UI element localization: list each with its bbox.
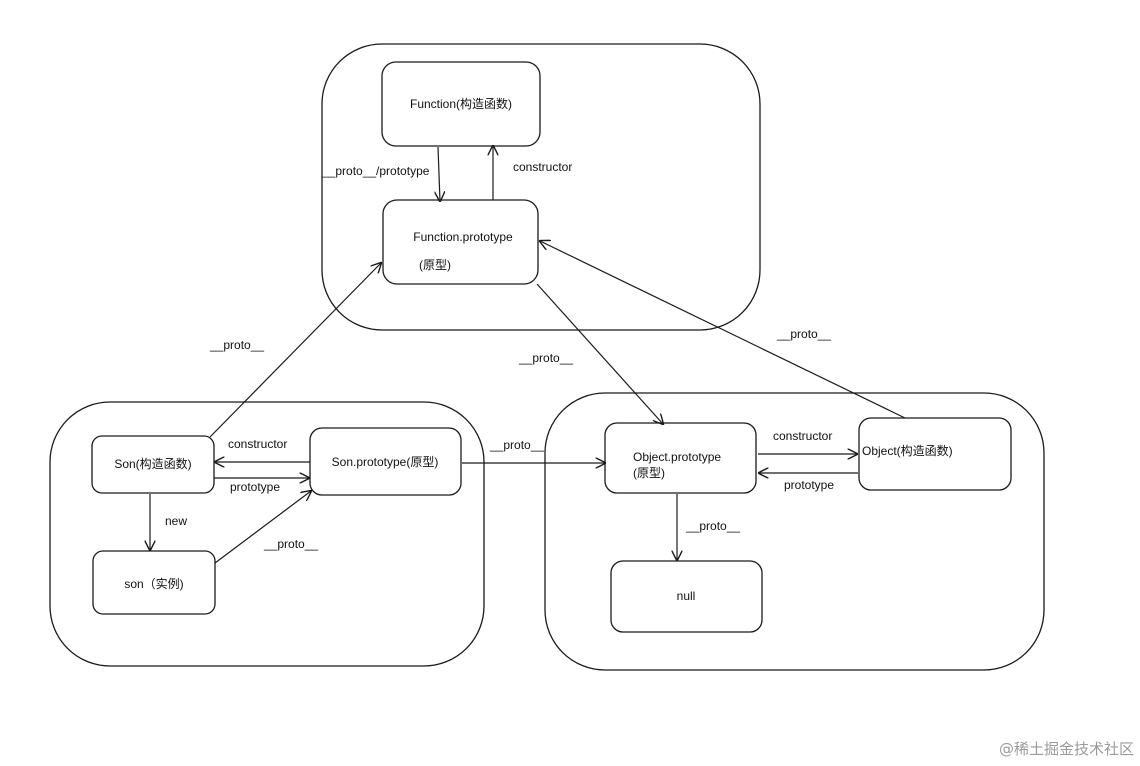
function-constructor-node: Function(构造函数) [381,61,541,147]
son-prototype-label: Son.prototype(原型) [332,455,439,469]
son-instance-node: son（实例) [92,550,216,615]
function-group [321,43,761,331]
edge-label-new: new [165,514,187,528]
edge-label-object-prototype: prototype [784,478,834,492]
edge-label-fnproto-proto: __proto__ [518,351,573,365]
function-constructor-label: Function(构造函数) [410,96,512,111]
edge-label-proto-prototype: __proto__/prototype [321,164,430,178]
edge-label-object-constructor: constructor [773,429,832,443]
instance-proto-arrow [214,491,311,564]
watermark: @稀土掘金技术社区 [999,740,1134,758]
son-group [49,401,485,667]
son-to-function-prototype-arrow [209,263,381,438]
function-prototype-sublabel: (原型) [419,258,451,272]
edge-label-objproto-null: __proto__ [685,519,740,533]
edge-label-instance-proto: __proto__ [263,537,318,551]
edge-label-object-proto: __proto__ [776,327,831,341]
function-prototype-to-object-prototype-arrow [536,283,663,424]
edge-label-son-prototype: prototype [230,480,280,494]
object-constructor-node: Object(构造函数) [858,417,1012,491]
object-group [544,392,1045,671]
son-prototype-node: Son.prototype(原型) [309,427,462,496]
edge-label-son-proto: __proto__ [209,338,264,352]
son-instance-label: son（实例) [124,576,183,591]
function-proto-prototype-arrow [438,146,440,201]
object-prototype-sublabel: (原型) [633,466,665,480]
object-prototype-label: Object.prototype [633,450,721,464]
object-constructor-label: Object(构造函数) [862,443,953,458]
object-prototype-node: Object.prototype (原型) [604,422,757,494]
null-label: null [677,589,696,603]
son-constructor-node: Son(构造函数) [91,435,215,494]
son-constructor-label: Son(构造函数) [114,456,191,471]
edge-label-son-constructor: constructor [228,437,287,451]
function-prototype-label: Function.prototype [413,230,513,244]
object-to-function-prototype-arrow [540,241,906,419]
null-node: null [610,560,763,633]
edge-label-sonproto-proto: __proto__ [489,438,544,452]
function-prototype-node: Function.prototype (原型) [382,199,539,285]
edge-label-function-constructor: constructor [513,160,572,174]
